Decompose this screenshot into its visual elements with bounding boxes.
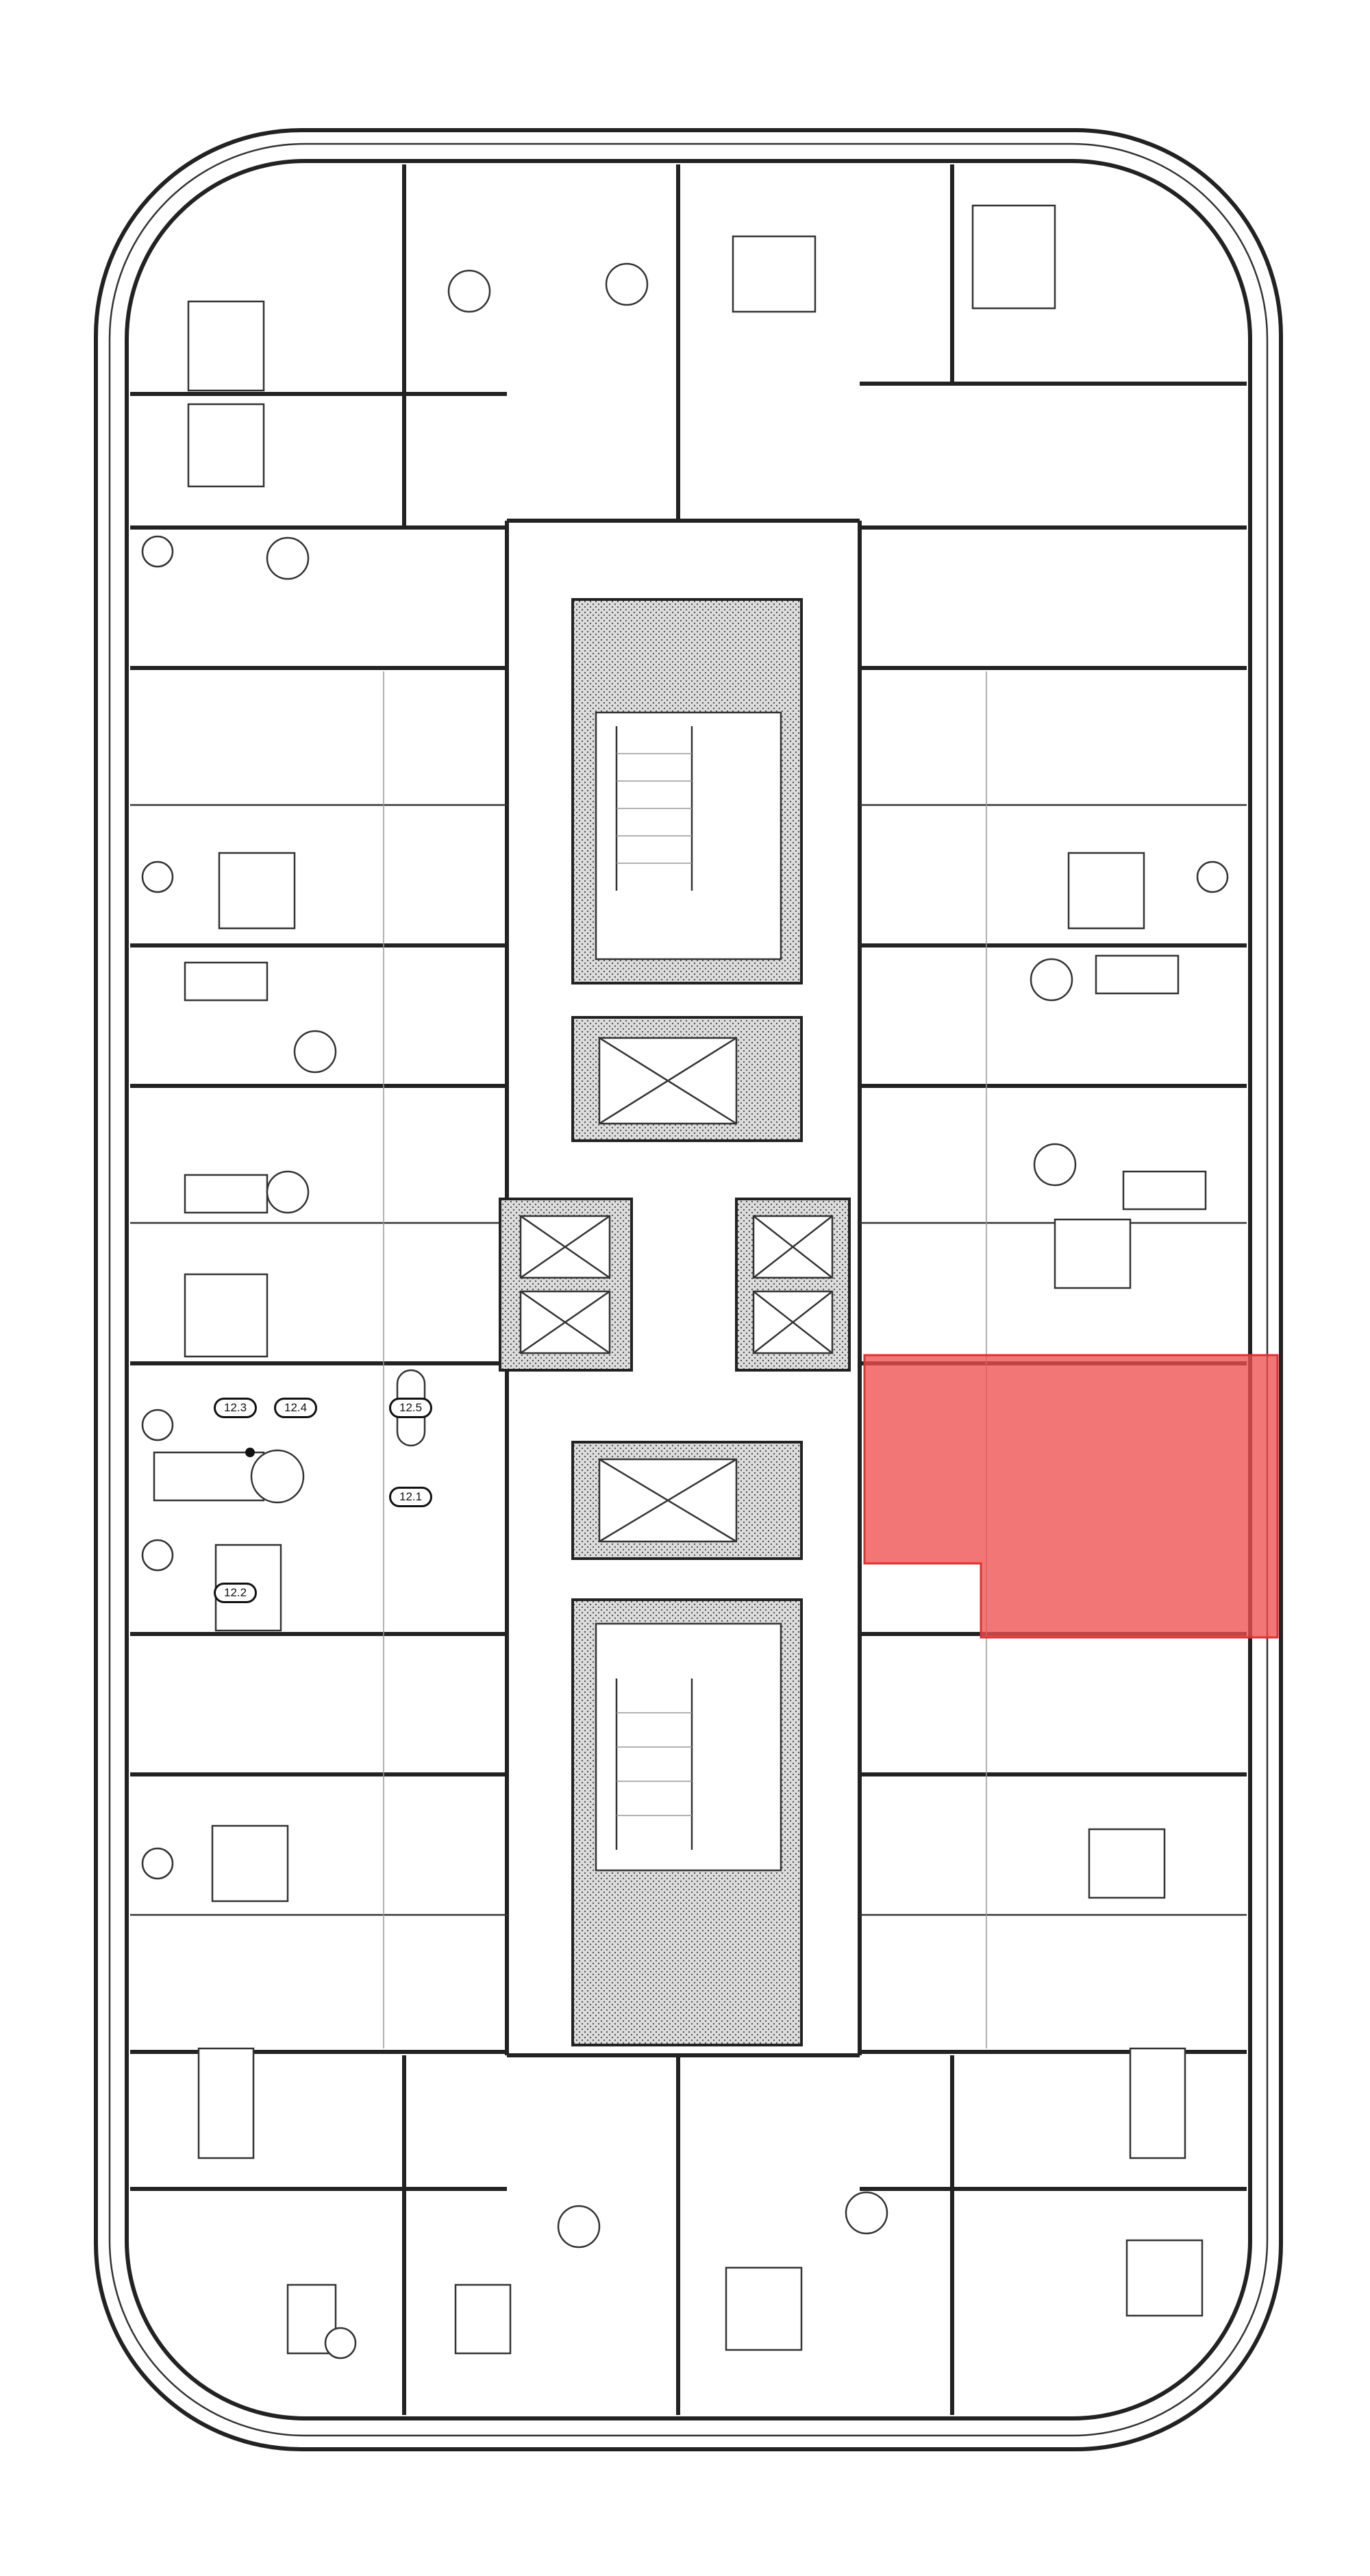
top-bottom-unit-walls <box>383 164 987 2415</box>
right-unit-dividers <box>860 382 1247 2191</box>
room-label-12-5: 12.5 <box>389 1398 433 1418</box>
highlighted-apartment[interactable] <box>863 1354 1279 1639</box>
room-label-12-4: 12.4 <box>274 1398 318 1418</box>
room-label-12-2: 12.2 <box>214 1583 258 1603</box>
stair-1 <box>615 726 693 891</box>
building-outline <box>94 128 1283 2451</box>
left-unit-dividers <box>130 392 507 2191</box>
room-label-12-3: 12.3 <box>214 1398 258 1418</box>
label-pills-left-unit <box>245 1448 255 1457</box>
furniture <box>141 204 1229 2360</box>
stair-2 <box>615 1679 693 1850</box>
building-core <box>499 598 851 2046</box>
room-label-12-1: 12.1 <box>389 1487 433 1507</box>
